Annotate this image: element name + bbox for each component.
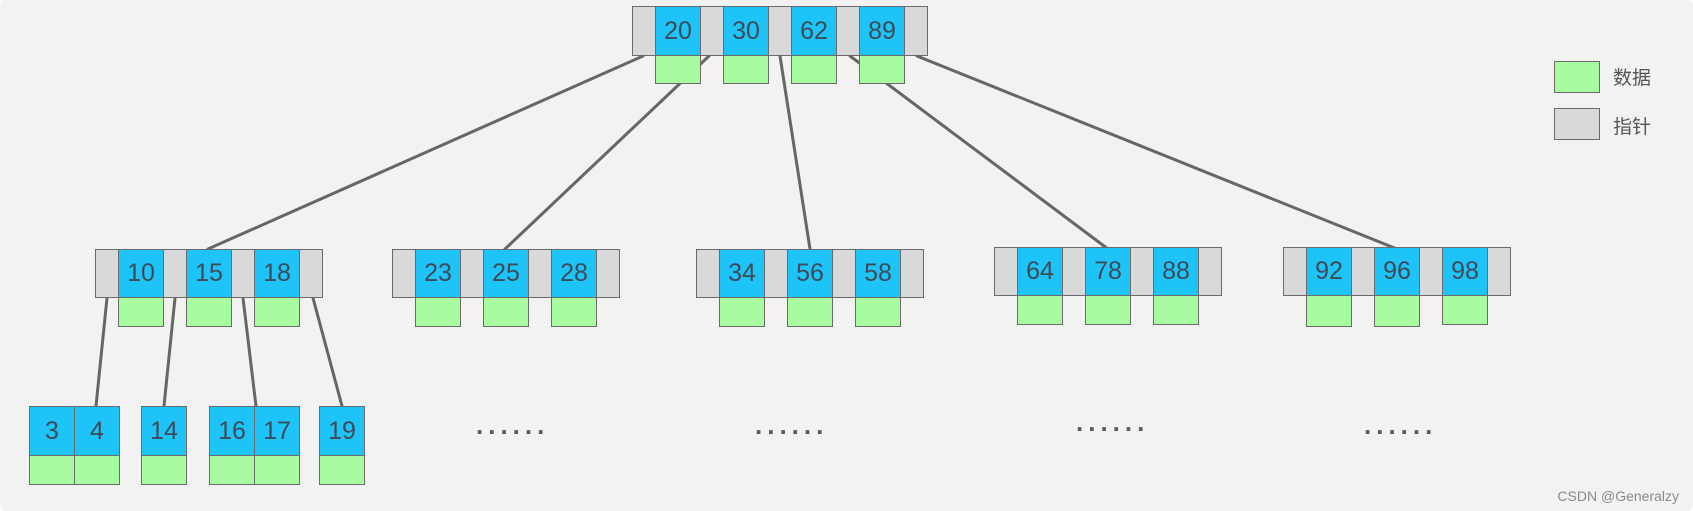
pointer-cell bbox=[1351, 247, 1375, 296]
data-cell bbox=[551, 297, 597, 327]
edge-root-node5 bbox=[915, 54, 1399, 251]
data-cell bbox=[859, 55, 905, 84]
key-cell: 3 bbox=[29, 406, 75, 456]
pointer-cell bbox=[460, 249, 484, 298]
key-cell: 19 bbox=[319, 406, 365, 456]
data-cell bbox=[1085, 295, 1131, 325]
pointer-cell bbox=[904, 6, 928, 56]
legend-pointer-label: 指针 bbox=[1613, 116, 1652, 138]
data-cell bbox=[719, 297, 765, 327]
pointer-cell bbox=[1198, 247, 1222, 296]
data-cell bbox=[1442, 295, 1488, 325]
pointer-cell bbox=[994, 247, 1018, 296]
pointer-cell bbox=[700, 6, 724, 56]
pointer-cell bbox=[596, 249, 620, 298]
legend-data-swatch bbox=[1554, 61, 1600, 93]
data-cell bbox=[1374, 295, 1420, 327]
data-cell bbox=[254, 455, 300, 485]
key-cell: 56 bbox=[787, 249, 833, 298]
pointer-cell bbox=[95, 249, 119, 298]
data-cell bbox=[1153, 295, 1199, 325]
edge-root-node1 bbox=[206, 54, 645, 251]
key-cell: 16 bbox=[209, 406, 255, 456]
pointer-cell bbox=[1419, 247, 1443, 296]
pointer-cell bbox=[900, 249, 924, 298]
pointer-cell bbox=[299, 249, 323, 298]
pointer-cell bbox=[632, 6, 656, 56]
edge-root-node2 bbox=[503, 54, 711, 251]
key-cell: 88 bbox=[1153, 247, 1199, 296]
legend-pointer-swatch bbox=[1554, 108, 1600, 140]
pointer-cell bbox=[1283, 247, 1307, 296]
data-cell bbox=[483, 297, 529, 327]
data-cell bbox=[415, 297, 461, 327]
key-cell: 25 bbox=[483, 249, 529, 298]
key-cell: 17 bbox=[254, 406, 300, 456]
key-cell: 30 bbox=[723, 6, 769, 56]
key-cell: 10 bbox=[118, 249, 164, 298]
data-cell bbox=[655, 55, 701, 84]
data-cell bbox=[723, 55, 769, 84]
key-cell: 23 bbox=[415, 249, 461, 298]
data-cell bbox=[787, 297, 833, 327]
pointer-cell bbox=[764, 249, 788, 298]
ellipsis: ...... bbox=[1076, 407, 1150, 437]
ellipsis: ...... bbox=[476, 410, 550, 440]
key-cell: 28 bbox=[551, 249, 597, 298]
key-cell: 14 bbox=[141, 406, 187, 456]
pointer-cell bbox=[696, 249, 720, 298]
watermark: CSDN @Generalzy bbox=[1557, 488, 1679, 504]
key-cell: 62 bbox=[791, 6, 837, 56]
edge-node1-leafa bbox=[94, 296, 109, 408]
edge-root-node4 bbox=[848, 54, 1110, 251]
pointer-cell bbox=[832, 249, 856, 298]
data-cell bbox=[74, 455, 120, 485]
pointer-cell bbox=[1062, 247, 1086, 296]
data-cell bbox=[319, 455, 365, 485]
data-cell bbox=[141, 455, 187, 485]
pointer-cell bbox=[392, 249, 416, 298]
key-cell: 96 bbox=[1374, 247, 1420, 296]
data-cell bbox=[1306, 295, 1352, 327]
key-cell: 20 bbox=[655, 6, 701, 56]
key-cell: 98 bbox=[1442, 247, 1488, 296]
pointer-cell bbox=[768, 6, 792, 56]
data-cell bbox=[791, 55, 837, 84]
key-cell: 15 bbox=[186, 249, 232, 298]
data-cell bbox=[254, 297, 300, 327]
key-cell: 64 bbox=[1017, 247, 1063, 296]
key-cell: 89 bbox=[859, 6, 905, 56]
legend-data-label: 数据 bbox=[1613, 67, 1652, 89]
pointer-cell bbox=[528, 249, 552, 298]
pointer-cell bbox=[163, 249, 187, 298]
pointer-cell bbox=[231, 249, 255, 298]
edge-node1-leafd bbox=[311, 296, 344, 408]
pointer-cell bbox=[1130, 247, 1154, 296]
key-cell: 4 bbox=[74, 406, 120, 456]
ellipsis: ...... bbox=[1364, 410, 1438, 440]
key-cell: 34 bbox=[719, 249, 765, 298]
data-cell bbox=[186, 297, 232, 327]
ellipsis: ...... bbox=[755, 410, 829, 440]
pointer-cell bbox=[836, 6, 860, 56]
data-cell bbox=[209, 455, 255, 485]
data-cell bbox=[855, 297, 901, 327]
edge-node1-leafc bbox=[241, 296, 258, 408]
edge-root-node3 bbox=[778, 54, 812, 251]
key-cell: 92 bbox=[1306, 247, 1352, 296]
data-cell bbox=[118, 297, 164, 327]
key-cell: 18 bbox=[254, 249, 300, 298]
edge-node1-leafb bbox=[162, 296, 177, 408]
pointer-cell bbox=[1487, 247, 1511, 296]
data-cell bbox=[1017, 295, 1063, 325]
key-cell: 78 bbox=[1085, 247, 1131, 296]
key-cell: 58 bbox=[855, 249, 901, 298]
data-cell bbox=[29, 455, 75, 485]
